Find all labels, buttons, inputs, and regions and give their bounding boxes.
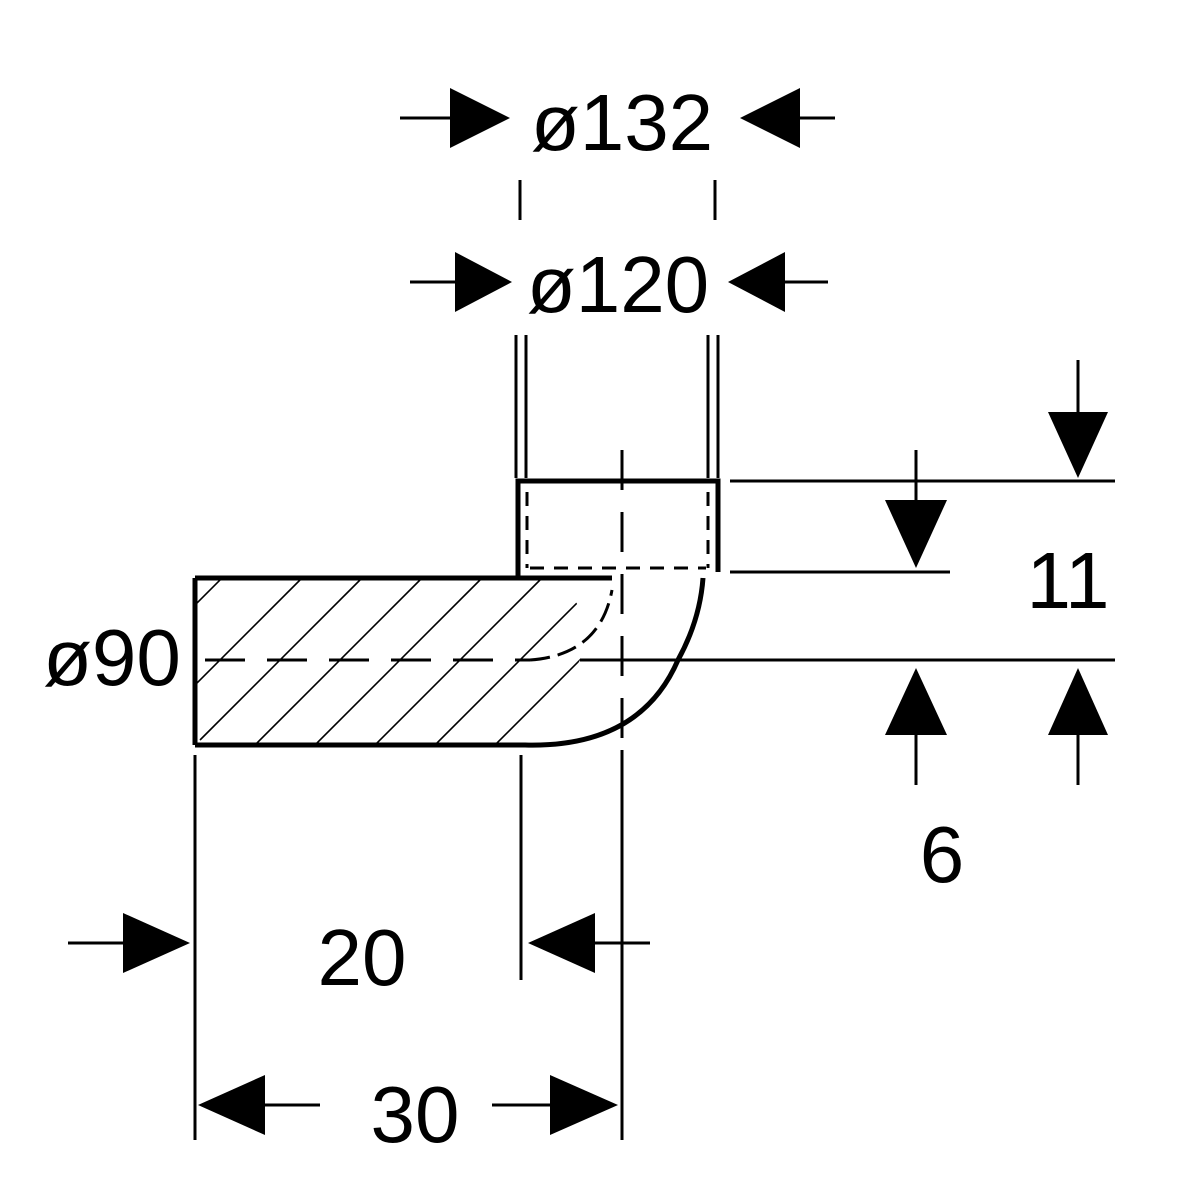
dim-label-w30: 30: [371, 1070, 460, 1159]
dim-label-w20: 20: [318, 913, 407, 1002]
dim-label-d132: ø132: [531, 78, 713, 167]
dim-label-d120: ø120: [527, 240, 709, 329]
pipe-body: [192, 575, 706, 748]
dim-label-h11: 11: [1026, 536, 1109, 625]
dimension-h6: 6: [730, 450, 964, 899]
socket-extension-lines: [514, 335, 720, 478]
dimension-w20: 20: [68, 913, 650, 1002]
dimension-d120: ø120: [410, 240, 828, 329]
dim-label-h6: 6: [920, 810, 965, 899]
bottom-extension-lines: [193, 750, 624, 1140]
dim-label-d90: ø90: [43, 613, 181, 702]
hatching: [195, 578, 585, 745]
dimension-d132: ø132: [400, 78, 835, 167]
pipe-socket: [515, 478, 721, 578]
dimension-w30: 30: [198, 1070, 618, 1159]
dimension-h11: 11: [730, 360, 1115, 785]
